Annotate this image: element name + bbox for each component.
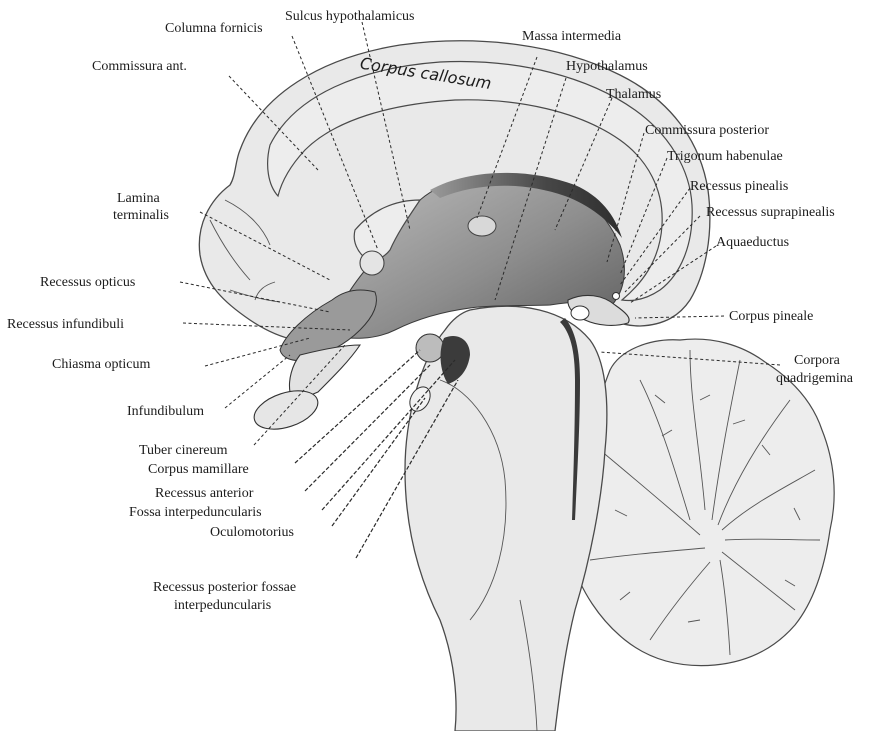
label-corpus-mamillare: Corpus mamillare bbox=[148, 462, 249, 477]
label-lamina: Lamina bbox=[117, 191, 161, 206]
pineal-body bbox=[571, 306, 589, 320]
label-recessus-anterior: Recessus anterior bbox=[155, 486, 254, 501]
label-massa-intermedia: Massa intermedia bbox=[522, 29, 622, 44]
label-commissura-posterior: Commissura posterior bbox=[645, 123, 769, 138]
label-recessus-posterior: Recessus posterior fossae bbox=[153, 580, 296, 595]
mamillary-body bbox=[416, 334, 444, 362]
label-terminalis: terminalis bbox=[113, 208, 169, 223]
label-chiasma-opticum: Chiasma opticum bbox=[52, 357, 150, 372]
label-tuber-cinereum: Tuber cinereum bbox=[139, 443, 228, 458]
label-trigonum-habenulae: Trigonum habenulae bbox=[667, 149, 783, 164]
cerebellum bbox=[569, 339, 834, 666]
label-sulcus-hypothalamicus: Sulcus hypothalamicus bbox=[285, 9, 415, 24]
label-oculomotorius: Oculomotorius bbox=[210, 525, 294, 540]
label-recessus-opticus: Recessus opticus bbox=[40, 275, 135, 290]
label-thalamus: Thalamus bbox=[606, 87, 661, 102]
massa-intermedia-shape bbox=[468, 216, 496, 236]
label-corpora: Corpora bbox=[794, 353, 841, 368]
anterior-commissure bbox=[360, 251, 384, 275]
label-corpus-pineale: Corpus pineale bbox=[729, 309, 813, 324]
label-recessus-pinealis: Recessus pinealis bbox=[690, 179, 788, 194]
posterior-commissure-dot bbox=[613, 293, 620, 300]
label-infundibulum: Infundibulum bbox=[127, 404, 204, 419]
label-commissura-ant: Commissura ant. bbox=[92, 59, 187, 74]
label-hypothalamus: Hypothalamus bbox=[566, 59, 648, 74]
label-quadrigemina: quadrigemina bbox=[776, 371, 854, 386]
label-interpeduncularis: interpeduncularis bbox=[174, 598, 271, 613]
label-fossa-interpeduncularis: Fossa interpeduncularis bbox=[129, 505, 262, 520]
label-columna-fornicis: Columna fornicis bbox=[165, 21, 263, 36]
label-recessus-suprapinealis: Recessus suprapinealis bbox=[706, 205, 835, 220]
label-recessus-infundibuli: Recessus infundibuli bbox=[7, 317, 124, 332]
label-aquaeductus: Aquaeductus bbox=[716, 235, 789, 250]
